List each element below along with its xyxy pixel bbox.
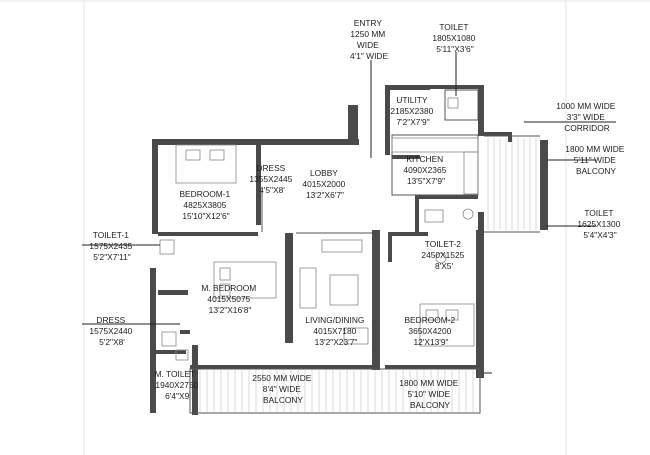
label-balcony-bottom: 2550 MM WIDE 8'4" WIDE BALCONY — [252, 373, 313, 405]
label-toilet-right: TOILET 1625X1300 5'4"X4'3" — [577, 208, 622, 240]
label-utility: UTILITY 2185X2380 7'2"X7'9" — [390, 95, 435, 127]
label-toilet-1: TOILET-1 1575X2435 5'2"X7'11" — [89, 230, 134, 262]
furniture — [159, 97, 479, 361]
label-pointers — [82, 52, 616, 374]
label-balcony-bottom-right: 1800 MM WIDE 5'10" WIDE BALCONY — [399, 378, 460, 410]
label-balcony-right: 1800 MM WIDE 5'11" WIDE BALCONY — [565, 144, 626, 176]
label-entry: ENTRY 1250 MM WIDE 4'1" WIDE — [350, 18, 388, 61]
label-dress-left: DRESS 1575X2440 5'2"X8' — [89, 315, 134, 347]
label-bedroom-2: BEDROOM-2 3650X4200 12'X13'9" — [404, 315, 457, 347]
label-living-dining: LIVING/DINING 4015X7180 13'2"X23'7" — [305, 315, 366, 347]
label-toilet-2: TOILET-2 2450X1525 8'X5' — [421, 239, 466, 271]
label-dress-top: DRESS 1355X2445 4'5"X8' — [249, 163, 294, 195]
label-m-toilet: M. TOILET 1940X2750 6'4"X9' — [155, 369, 201, 401]
label-m-bedroom: M. BEDROOM 4015X5075 13'2"X16'8" — [201, 283, 258, 315]
balcony-right-hatch — [487, 138, 537, 230]
label-kitchen: KITCHEN 4090X2365 13'5"X7'9" — [403, 154, 448, 186]
label-toilet-top: TOILET 1805X1080 5'11"X3'6" — [432, 22, 477, 54]
balcony-bottom-hatch — [199, 370, 474, 412]
label-lobby: LOBBY 4015X2000 13'2"X6'7" — [302, 168, 347, 200]
label-corridor: 1000 MM WIDE 3'3" WIDE CORRIDOR — [556, 101, 617, 133]
label-bedroom-1: BEDROOM-1 4825X3805 15'10"X12'6" — [179, 189, 232, 221]
thin-lines — [189, 89, 540, 414]
walls — [150, 85, 548, 415]
room-labels: ENTRY 1250 MM WIDE 4'1" WIDE TOILET 1805… — [89, 18, 626, 410]
